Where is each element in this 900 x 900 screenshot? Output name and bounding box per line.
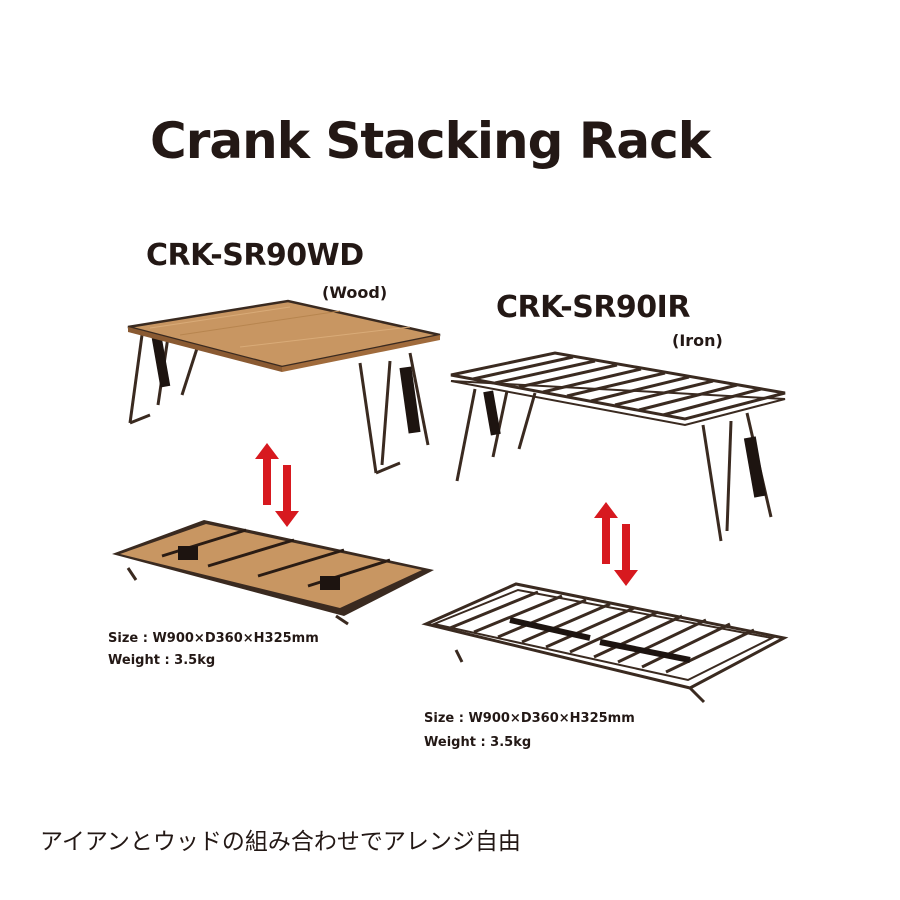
caption-text: アイアンとウッドの組み合わせでアレンジ自由 [40,829,521,855]
up-down-arrows-icon [255,443,299,527]
wood-model-name: CRK-SR90WD [146,238,364,273]
iron-material-label: (Iron) [672,331,723,350]
up-down-arrows-icon [594,502,638,586]
iron-rack-assembled-image [450,351,786,542]
iron-weight-spec: Weight : 3.5kg [424,735,532,750]
wood-rack-folded-image [112,520,434,626]
iron-model-name: CRK-SR90IR [496,290,690,325]
wood-size-spec: Size : W900×D360×H325mm [108,631,319,646]
wood-material-label: (Wood) [322,283,388,302]
page-title: Crank Stacking Rack [150,112,711,170]
iron-size-spec: Size : W900×D360×H325mm [424,711,635,726]
wood-weight-spec: Weight : 3.5kg [108,653,216,668]
wood-rack-assembled-image [127,299,441,475]
iron-rack-folded-image [421,582,789,704]
